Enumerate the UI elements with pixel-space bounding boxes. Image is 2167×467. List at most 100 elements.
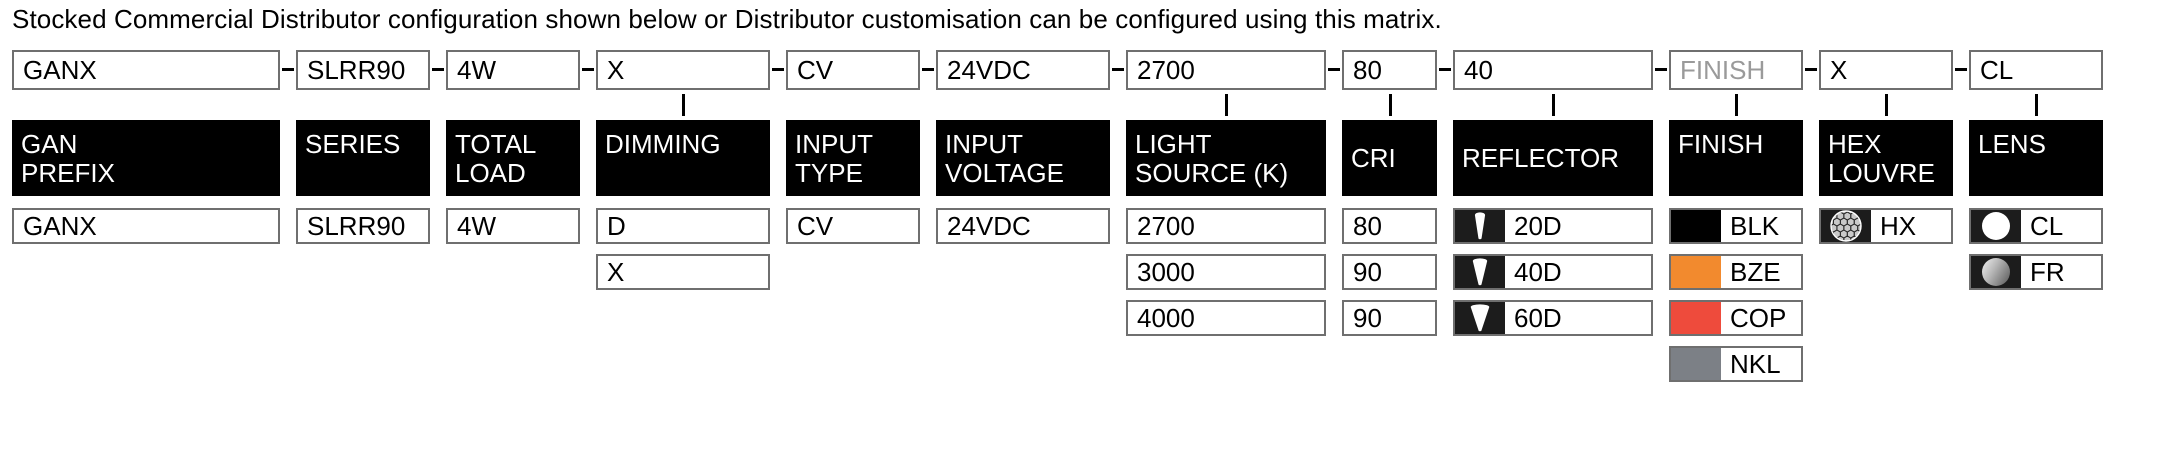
option-label: FR	[2030, 257, 2065, 287]
option-row: COP	[1669, 300, 1803, 336]
option-finish-nkl[interactable]: NKL	[1669, 346, 1803, 382]
option-finish-blk[interactable]: BLK	[1669, 208, 1803, 244]
column-header-cri: CRI	[1342, 120, 1437, 196]
option-label: CL	[2030, 211, 2064, 241]
option-label: BZE	[1730, 257, 1781, 287]
separator-dash	[1439, 68, 1451, 71]
connector-line-icon	[1552, 94, 1555, 116]
selected-code-cri[interactable]: 80	[1342, 50, 1437, 90]
option-total_load-4w[interactable]: 4W	[446, 208, 580, 244]
column-header-lens: LENS	[1969, 120, 2103, 196]
option-list-lens: CL FR	[1969, 208, 2103, 290]
header-line-1: FINISH	[1678, 129, 1764, 159]
frosted-lens-icon	[1971, 256, 2021, 288]
option-row: NKL	[1669, 346, 1803, 382]
option-light_source-3000[interactable]: 3000	[1126, 254, 1326, 290]
option-light_source-4000[interactable]: 4000	[1126, 300, 1326, 336]
header-line-1: SERIES	[305, 129, 401, 159]
option-input_type-cv[interactable]: CV	[786, 208, 920, 244]
option-list-light_source: 2700 3000 4000	[1126, 208, 1326, 336]
option-reflector-40d[interactable]: 40D	[1453, 254, 1653, 290]
option-cri-90[interactable]: 90	[1342, 300, 1437, 336]
matrix-column-lens: CL LENS CL FR	[1969, 50, 2103, 290]
connector-dimming	[596, 90, 770, 120]
option-row: 40D	[1453, 254, 1653, 290]
column-header-series: SERIES	[296, 120, 430, 196]
option-row: D	[596, 208, 770, 244]
separator-dash	[1805, 68, 1817, 71]
matrix-column-finish: FINISH FINISH BLK BZE COP NKL	[1669, 50, 1803, 382]
separator-dash	[1955, 68, 1967, 71]
selected-code-series[interactable]: SLRR90	[296, 50, 430, 90]
selected-code-total_load[interactable]: 4W	[446, 50, 580, 90]
option-row: 90	[1342, 300, 1437, 336]
header-line-1: INPUT	[945, 129, 1023, 159]
option-label: HX	[1880, 211, 1917, 241]
connector-series	[296, 90, 430, 120]
option-list-total_load: 4W	[446, 208, 580, 244]
selected-code-light_source[interactable]: 2700	[1126, 50, 1326, 90]
selected-code-lens[interactable]: CL	[1969, 50, 2103, 90]
header-line-1: GAN	[21, 129, 78, 159]
option-finish-bze[interactable]: BZE	[1669, 254, 1803, 290]
selected-code-finish[interactable]: FINISH	[1669, 50, 1803, 90]
option-reflector-60d[interactable]: 60D	[1453, 300, 1653, 336]
header-line-2: LOAD	[455, 158, 526, 188]
option-label: 90	[1353, 257, 1382, 287]
option-light_source-2700[interactable]: 2700	[1126, 208, 1326, 244]
connector-light_source	[1126, 90, 1326, 120]
option-gan_prefix-ganx[interactable]: GANX	[12, 208, 280, 244]
option-row: GANX	[12, 208, 280, 244]
option-label: D	[607, 211, 626, 241]
option-list-reflector: 20D 40D 60D	[1453, 208, 1653, 336]
option-label: BLK	[1730, 211, 1780, 241]
option-input_voltage-24vdc[interactable]: 24VDC	[936, 208, 1110, 244]
beam-40-icon	[1455, 256, 1505, 288]
option-row: HX	[1819, 208, 1953, 244]
column-header-reflector: REFLECTOR	[1453, 120, 1653, 196]
option-reflector-20d[interactable]: 20D	[1453, 208, 1653, 244]
option-row: CV	[786, 208, 920, 244]
beam-20-icon	[1455, 210, 1505, 242]
selected-code-input_type[interactable]: CV	[786, 50, 920, 90]
option-list-series: SLRR90	[296, 208, 430, 244]
option-label: X	[607, 257, 625, 287]
separator-dash	[1655, 68, 1667, 71]
option-dimming-d[interactable]: D	[596, 208, 770, 244]
connector-reflector	[1453, 90, 1653, 120]
column-header-finish: FINISH	[1669, 120, 1803, 196]
option-dimming-x[interactable]: X	[596, 254, 770, 290]
option-label: NKL	[1730, 349, 1781, 379]
connector-line-icon	[682, 94, 685, 116]
selected-code-input_voltage[interactable]: 24VDC	[936, 50, 1110, 90]
option-lens-cl[interactable]: CL	[1969, 208, 2103, 244]
option-series-slrr90[interactable]: SLRR90	[296, 208, 430, 244]
option-hex_louvre-hx[interactable]: HX	[1819, 208, 1953, 244]
option-cri-90[interactable]: 90	[1342, 254, 1437, 290]
header-line-1: LIGHT	[1135, 129, 1212, 159]
selected-code-gan_prefix[interactable]: GANX	[12, 50, 280, 90]
option-cri-80[interactable]: 80	[1342, 208, 1437, 244]
option-finish-cop[interactable]: COP	[1669, 300, 1803, 336]
selected-code-reflector[interactable]: 40	[1453, 50, 1653, 90]
header-line-1: HEX	[1828, 129, 1882, 159]
connector-gan_prefix	[12, 90, 280, 120]
option-row: CL	[1969, 208, 2103, 244]
selected-code-hex_louvre[interactable]: X	[1819, 50, 1953, 90]
option-row: X	[596, 254, 770, 290]
option-row: FR	[1969, 254, 2103, 290]
separator-dash	[432, 68, 444, 71]
selected-code-dimming[interactable]: X	[596, 50, 770, 90]
option-lens-fr[interactable]: FR	[1969, 254, 2103, 290]
colour-swatch-nkl	[1671, 348, 1721, 380]
option-row: 80	[1342, 208, 1437, 244]
